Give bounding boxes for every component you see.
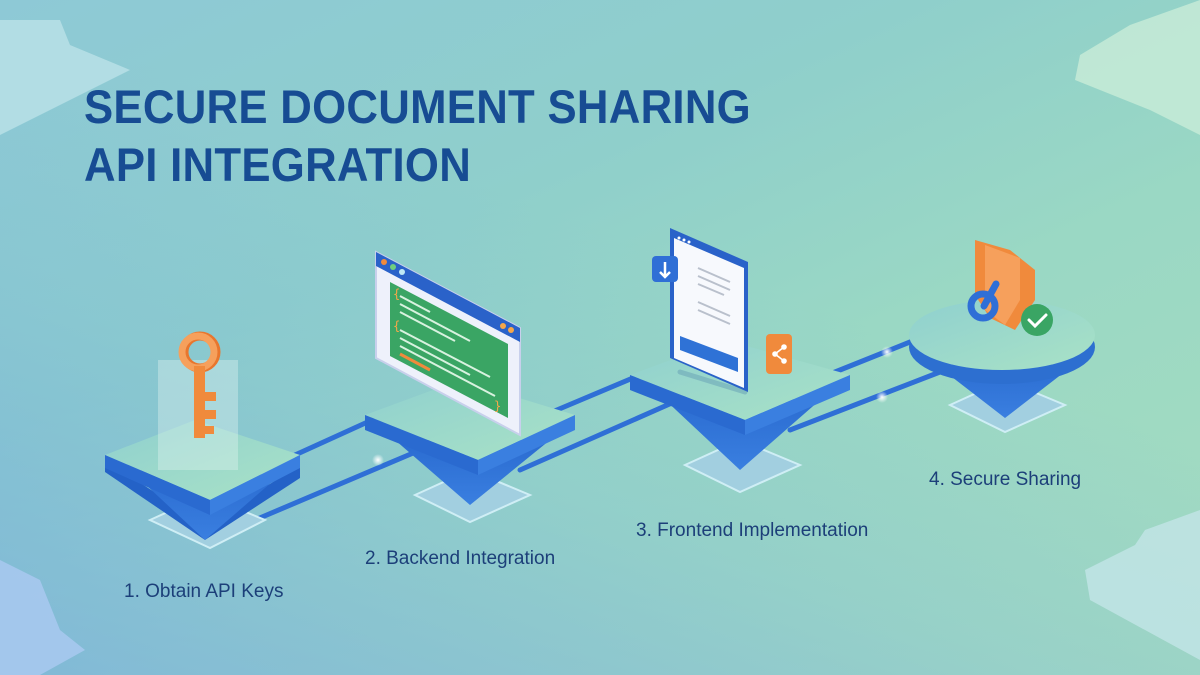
cloud-decoration-top-left: [0, 20, 130, 135]
key-icon: [178, 331, 221, 438]
shield-lock-check-icon: [967, 240, 1053, 336]
title-line-2: API INTEGRATION: [84, 138, 472, 191]
share-badge-icon: [766, 334, 792, 374]
cloud-decoration-bottom-right: [1085, 510, 1200, 660]
svg-text:{: {: [393, 287, 400, 301]
svg-text:{: {: [393, 319, 400, 333]
cloud-decoration-bottom-left: [0, 560, 85, 675]
connector-lines: [252, 337, 943, 523]
cloud-decoration-top-right: [1075, 0, 1200, 135]
step-label-1: 1. Obtain API Keys: [124, 581, 284, 602]
title-line-1: SECURE DOCUMENT SHARING: [84, 80, 751, 133]
download-badge-icon: [652, 256, 678, 282]
step-label-4: 4. Secure Sharing: [929, 469, 1082, 490]
platform-step-2: [365, 380, 575, 524]
step-label-3: 3. Frontend Implementation: [636, 520, 869, 541]
document-ui-icon: [670, 228, 748, 392]
svg-text:}: }: [494, 399, 501, 413]
step-label-2: 2. Backend Integration: [365, 548, 556, 569]
code-window-icon: { { }: [375, 250, 521, 437]
page-title: SECURE DOCUMENT SHARING API INTEGRATION: [84, 78, 751, 194]
connector-glows: [372, 346, 893, 466]
